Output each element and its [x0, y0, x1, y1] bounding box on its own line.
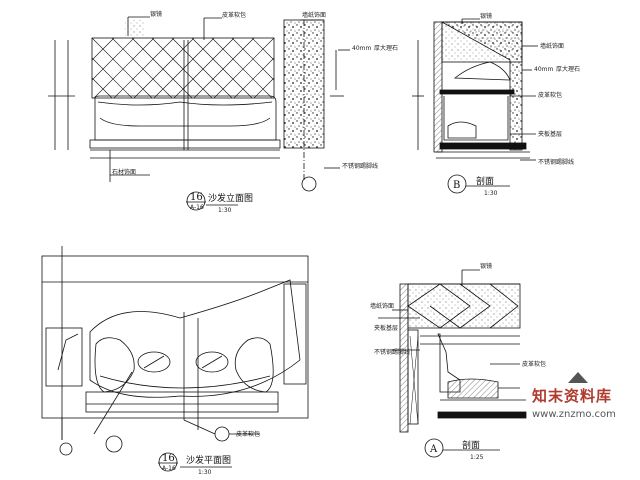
note-wall-a: 墙纸饰面: [370, 302, 394, 310]
note-dim40-elev: 40mm: [352, 45, 371, 52]
elev-title: 沙发立面图: [208, 192, 253, 204]
section-b: [412, 18, 538, 194]
note-board-b: 夹板基层: [538, 130, 562, 138]
plan-number: 16: [162, 453, 175, 464]
note-dim-suffix-elev: 厚大理石: [374, 44, 398, 52]
note-fabric: 皮革软包: [222, 11, 246, 19]
plan-title: 沙发平面图: [186, 454, 231, 466]
note-base-a: 不锈钢踢脚线: [374, 348, 410, 356]
section-a-letter: A: [429, 444, 438, 455]
note-mirror-a: 银镜: [480, 262, 492, 270]
watermark: 知末资料库 www.znzmo.com: [520, 383, 636, 433]
note-fabric-plan: 皮革软包: [236, 430, 260, 438]
watermark-url: www.znzmo.com: [532, 409, 616, 420]
note-board-a: 夹板基层: [374, 324, 398, 332]
plan-scale: 1:30: [198, 469, 212, 476]
section-a-scale: 1:25: [470, 454, 484, 461]
sofa-elevation: [48, 16, 350, 211]
note-fabric-a: 皮革软包: [522, 360, 546, 368]
note-base-b: 不锈钢踢脚线: [538, 158, 574, 166]
section-a-title: 剖面: [462, 439, 480, 451]
plan-sub: A-16: [162, 465, 176, 472]
section-b-title: 剖面: [476, 175, 494, 187]
elev-number: 16: [190, 192, 203, 203]
note-base-elev: 不锈钢踢脚线: [342, 162, 378, 170]
note-dim-suffix-b: 厚大理石: [556, 65, 580, 73]
note-stone-elev: 石材饰面: [112, 168, 136, 176]
note-fabric-b: 皮革软包: [538, 91, 562, 99]
note-wall-b: 墙纸饰面: [540, 42, 564, 50]
elev-sub: A-16: [190, 204, 204, 211]
sofa-plan: [41, 246, 309, 472]
watermark-name: 知末资料库: [532, 387, 613, 405]
section-a: [378, 269, 527, 458]
section-b-letter: B: [453, 180, 460, 191]
note-dim40-b: 40mm: [534, 66, 553, 73]
watermark-logo-icon: [568, 372, 588, 383]
note-mirror-b: 银镜: [480, 12, 492, 20]
elev-scale: 1:30: [218, 207, 232, 214]
note-mirror: 银镜: [150, 10, 162, 18]
section-b-scale: 1:30: [484, 190, 498, 197]
note-wall-elev: 墙纸饰面: [302, 11, 326, 19]
